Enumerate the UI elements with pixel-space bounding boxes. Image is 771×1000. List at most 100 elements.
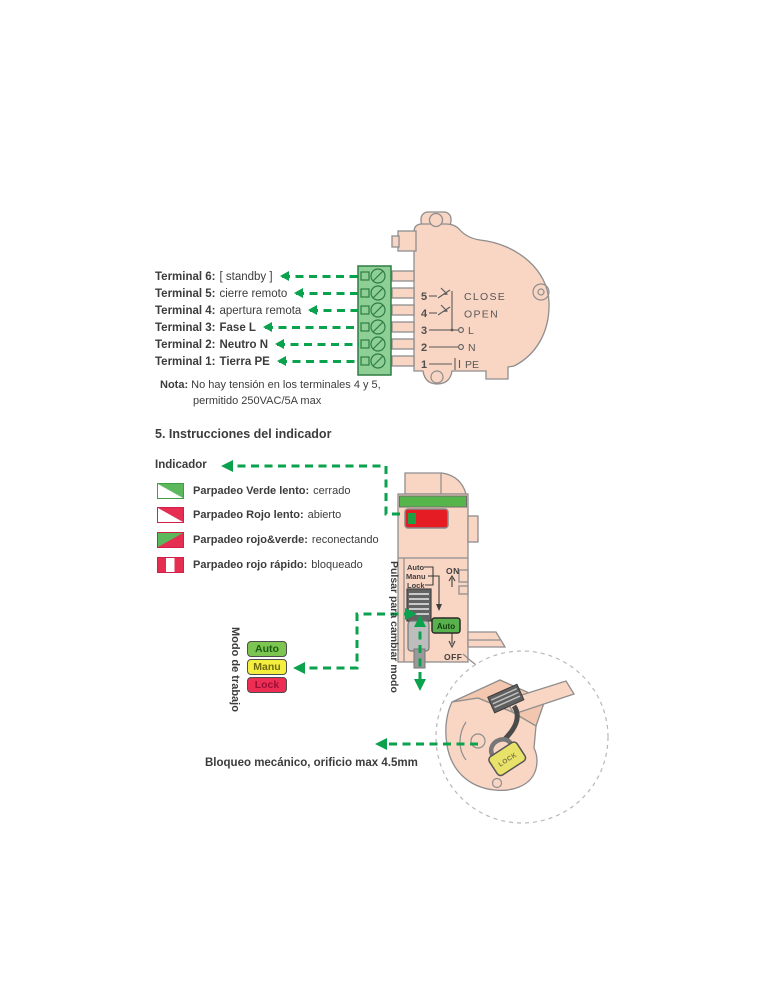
- status-band: [399, 495, 467, 508]
- mounting-hole: [428, 212, 444, 228]
- top-plug: [397, 230, 417, 252]
- legend-row: Parpadeo rojo&verde: reconectando: [157, 532, 379, 548]
- legend-row: Parpadeo Rojo lento: abierto: [157, 507, 341, 523]
- terminal-desc: [ standby ]: [219, 270, 273, 283]
- fast-red-flash-icon: [157, 557, 184, 573]
- side-screw: [532, 283, 550, 301]
- terminal-row-3: Terminal 3: Fase L: [155, 319, 359, 336]
- mode-bracket: [424, 566, 442, 611]
- red-green-flash-icon: [157, 532, 184, 548]
- callout-arrows: [221, 460, 478, 750]
- mode-badge-lock: Lock: [247, 677, 287, 693]
- mode-callout-arrow: [293, 608, 417, 674]
- mode-button[interactable]: [406, 588, 432, 622]
- padlock-shackle: [489, 737, 514, 758]
- terminal-block: [357, 265, 392, 376]
- dashed-arrow: [276, 355, 359, 367]
- dashed-arrow: [262, 321, 359, 333]
- padlock: LOCK: [488, 737, 527, 777]
- terminal-desc: apertura remota: [219, 304, 302, 317]
- iso-ribbed-button: [487, 683, 525, 714]
- wiring-schematic: 5 4 3 2 1: [421, 287, 506, 371]
- note-label: Nota:: [160, 379, 189, 391]
- lock-caption: Bloqueo mecánico, orificio max 4.5mm: [205, 757, 418, 769]
- work-mode-title: Modo de trabajo: [229, 627, 241, 712]
- indicator-label: Indicador: [155, 459, 207, 471]
- schematic-label: L: [468, 325, 474, 337]
- terminal-desc: cierre remoto: [219, 287, 288, 300]
- legend-row: Parpadeo Verde lento: cerrado: [157, 483, 350, 499]
- schematic-label: N: [468, 342, 476, 354]
- off-label: OFF: [444, 652, 463, 662]
- dashed-arrow: [294, 287, 359, 299]
- iso-arm: [505, 680, 575, 715]
- terminal-desc: Tierra PE: [219, 355, 270, 368]
- terminal-row-2: Terminal 2: Neutro N: [155, 336, 359, 353]
- terminal-label: Terminal 1:: [155, 355, 216, 368]
- schematic-label: PE: [465, 359, 479, 371]
- note-line2: permitido 250VAC/5A max: [193, 395, 322, 407]
- device2-cap: [404, 472, 467, 495]
- schematic-label: OPEN: [464, 309, 499, 321]
- side-tab: [467, 515, 479, 543]
- legend-meaning: abierto: [307, 509, 342, 521]
- terminal-row-4: Terminal 4: apertura remota: [155, 302, 359, 319]
- mode-badge-manu: Manu: [247, 659, 287, 675]
- mounting-hole-bottom: [430, 370, 444, 384]
- device-front-view: Auto Manu Lock ON OFF: [397, 472, 507, 669]
- device1-body: [413, 223, 550, 385]
- padlock-body: [488, 741, 527, 777]
- selected-mode-badge: Auto: [431, 617, 461, 634]
- legend-row: Parpadeo rojo rápido: bloqueado: [157, 557, 363, 573]
- pin-number: 5: [421, 291, 427, 303]
- mode-label-manu: Manu: [406, 572, 426, 581]
- up-arrow-icon: [448, 574, 456, 587]
- ground-symbol: [454, 358, 461, 370]
- dashed-arrow: [275, 338, 359, 350]
- indicator-led-green: [408, 513, 416, 524]
- terminal-row-1: Terminal 1: Tierra PE: [155, 353, 359, 370]
- switch-symbol: [437, 287, 454, 332]
- legend-term: Parpadeo Verde lento:: [193, 485, 310, 497]
- section-title: 5. Instrucciones del indicador: [155, 427, 332, 441]
- mode-label-lock: Lock: [407, 581, 425, 590]
- legend-term: Parpadeo rojo&verde:: [193, 534, 308, 546]
- dashed-arrow: [279, 270, 359, 282]
- legend-term: Parpadeo rojo rápido:: [193, 559, 308, 571]
- terminal-screws: [360, 268, 386, 369]
- terminal-label: Terminal 5:: [155, 287, 216, 300]
- connector-tabs: [391, 270, 415, 367]
- terminal-note: Nota: No hay tensión en los terminales 4…: [160, 377, 410, 409]
- device-terminal-view: 5 4 3 2 1: [391, 211, 550, 385]
- on-label: ON: [446, 566, 460, 576]
- terminal-label: Terminal 4:: [155, 304, 216, 317]
- terminal-desc: Neutro N: [219, 338, 269, 351]
- dashed-arrow: [308, 304, 359, 316]
- pin-number: 4: [421, 308, 428, 320]
- selected-mode-label: Auto: [437, 622, 455, 631]
- pin-number: 3: [421, 325, 427, 337]
- terminal-row-6: Terminal 6: [ standby ]: [155, 268, 359, 285]
- press-to-change-label: Pulsar para cambiar modo: [388, 561, 400, 693]
- terminal-desc: Fase L: [219, 321, 256, 334]
- slow-red-flash-icon: [157, 507, 184, 523]
- legend-meaning: bloqueado: [311, 559, 363, 571]
- schematic-label: CLOSE: [464, 291, 506, 303]
- indicator-callout-arrow: [221, 460, 402, 516]
- legend-term: Parpadeo Rojo lento:: [193, 509, 304, 521]
- pin-number: 2: [421, 342, 427, 354]
- slow-green-flash-icon: [157, 483, 184, 499]
- terminal-label: Terminal 6:: [155, 270, 216, 283]
- terminal-label: Terminal 2:: [155, 338, 216, 351]
- mode-label-auto: Auto: [407, 563, 424, 572]
- legend-meaning: cerrado: [313, 485, 351, 497]
- lock-detail-circle: LOCK: [435, 650, 609, 824]
- lock-strap: [502, 704, 520, 742]
- mode-badge-auto: Auto: [247, 641, 287, 657]
- down-arrow-icon: [448, 633, 456, 649]
- terminal-label: Terminal 3:: [155, 321, 216, 334]
- legend-meaning: reconectando: [311, 534, 379, 546]
- note-line1: No hay tensión en los terminales 4 y 5,: [191, 379, 381, 391]
